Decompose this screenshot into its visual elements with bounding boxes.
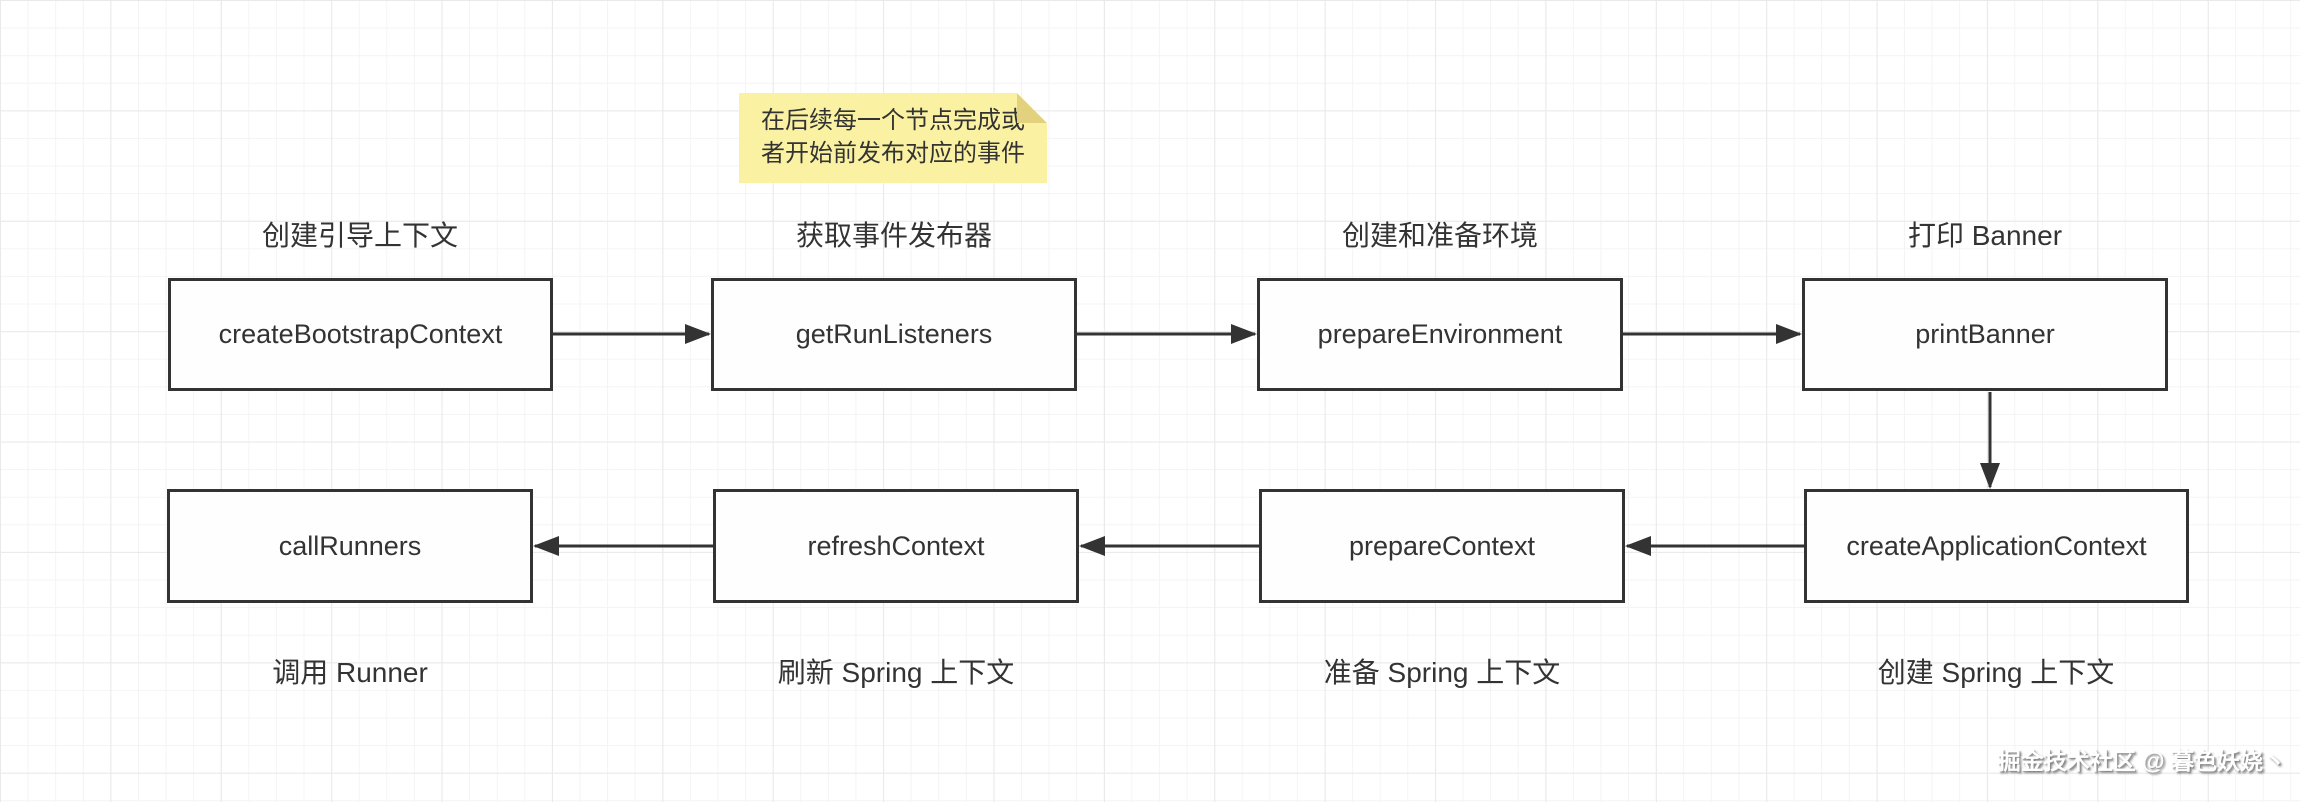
node-createBootstrapContext: createBootstrapContext xyxy=(168,278,553,391)
sticky-note-line-2: 者开始前发布对应的事件 xyxy=(761,140,1025,167)
node-label: getRunListeners xyxy=(795,319,993,349)
node-label: prepareEnvironment xyxy=(1317,319,1563,349)
node-createApplicationContext: createApplicationContext xyxy=(1804,489,2189,603)
node-getRunListeners: getRunListeners xyxy=(711,278,1077,391)
caption-refreshContext: 刷新 Spring 上下文 xyxy=(777,657,1015,688)
node-label: createApplicationContext xyxy=(1846,530,2147,561)
node-refreshContext: refreshContext xyxy=(713,489,1079,603)
sticky-note-line-1: 在后续每一个节点完成或 xyxy=(761,107,1025,134)
caption-callRunners: 调用 Runner xyxy=(272,657,428,688)
caption-createApplicationContext: 创建 Spring 上下文 xyxy=(1877,657,2115,688)
node-label: refreshContext xyxy=(807,530,985,561)
caption-getRunListeners: 获取事件发布器 xyxy=(795,220,993,251)
note-folded-corner xyxy=(1017,93,1047,123)
node-label: createBootstrapContext xyxy=(218,319,503,349)
caption-printBanner: 打印 Banner xyxy=(1907,220,2063,251)
caption-prepareEnvironment: 创建和准备环境 xyxy=(1341,220,1539,251)
node-printBanner: printBanner xyxy=(1802,278,2168,391)
node-label: printBanner xyxy=(1915,319,2055,349)
watermark-text: 掘金技术社区 @ 暮色妖娆丶 xyxy=(1997,748,2286,774)
caption-prepareContext: 准备 Spring 上下文 xyxy=(1323,657,1561,688)
node-label: callRunners xyxy=(278,530,422,561)
node-callRunners: callRunners xyxy=(167,489,533,603)
caption-createBootstrapContext: 创建引导上下文 xyxy=(261,220,459,251)
node-prepareContext: prepareContext xyxy=(1259,489,1625,603)
sticky-note: 在后续每一个节点完成或 者开始前发布对应的事件 xyxy=(739,93,1047,183)
node-label: prepareContext xyxy=(1348,530,1536,561)
node-prepareEnvironment: prepareEnvironment xyxy=(1257,278,1623,391)
